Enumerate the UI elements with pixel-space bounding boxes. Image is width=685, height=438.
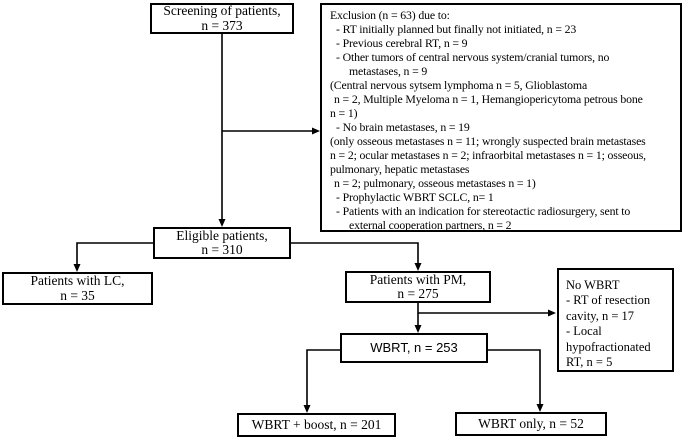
no-wbrt-line: hypofractionated: [566, 339, 651, 354]
no-wbrt-line: - RT of resection: [566, 293, 651, 308]
no-wbrt-line: - Local: [566, 324, 602, 339]
wbrt-boost-label: WBRT + boost, n = 201: [251, 416, 382, 432]
exclusion-line: - Previous cerebral RT, n = 9: [336, 36, 468, 50]
wbrt-boost-box: WBRT + boost, n = 201: [237, 413, 396, 437]
exclusion-line: n = 2, Multiple Myeloma n = 1, Hemangiop…: [334, 92, 643, 106]
patients-pm-box: Patients with PM, n = 275: [345, 271, 491, 303]
eligible-label: Eligible patients,: [176, 227, 268, 243]
patients-lc-label: Patients with LC,: [30, 273, 125, 288]
exclusion-line: - Prophylactic WBRT SCLC, n= 1: [336, 190, 494, 204]
no-wbrt-line: RT, n = 5: [566, 355, 613, 370]
exclusion-line: Exclusion (n = 63) due to:: [330, 8, 450, 22]
patients-lc-box: Patients with LC, n = 35: [2, 272, 153, 305]
exclusion-line: metastases, n = 9: [349, 64, 428, 78]
exclusion-line: (Central nervous sytsem lymphoma n = 5, …: [330, 78, 588, 92]
exclusion-line: - No brain metastases, n = 19: [336, 120, 470, 134]
exclusion-line: - Patients with an indication for stereo…: [336, 204, 631, 218]
eligible-count: n = 310: [201, 242, 243, 257]
screening-count: n = 373: [201, 17, 243, 33]
wbrt-only-box: WBRT only, n = 52: [455, 412, 607, 436]
exclusion-line: pulmonary, hepatic metastases: [330, 162, 470, 176]
no-wbrt-line: No WBRT: [566, 278, 620, 292]
eligible-box: Eligible patients, n = 310: [153, 227, 291, 259]
exclusion-line: external cooperation partners, n = 2: [349, 218, 512, 232]
patients-pm-label: Patients with PM,: [369, 271, 467, 287]
exclusion-line: n = 2; ocular metastases n = 2; infraorb…: [330, 148, 646, 162]
no-wbrt-line: cavity, n = 17: [566, 308, 635, 323]
exclusion-box: Exclusion (n = 63) due to: - RT initiall…: [320, 3, 682, 232]
patients-lc-count: n = 35: [60, 287, 95, 303]
exclusion-line: n = 1): [330, 106, 358, 120]
exclusion-line: - RT initially planned but finally not i…: [336, 22, 577, 36]
no-wbrt-box: No WBRT - RT of resection cavity, n = 17…: [557, 268, 674, 372]
exclusion-line: (only osseous metastases n = 11; wrongly…: [330, 134, 646, 148]
patients-pm-count: n = 275: [397, 286, 439, 301]
wbrt-label: WBRT, n = 253: [370, 339, 458, 355]
screening-box: Screening of patients, n = 373: [150, 3, 294, 34]
wbrt-box: WBRT, n = 253: [340, 333, 488, 363]
exclusion-line: - Other tumors of central nervous system…: [336, 50, 610, 64]
exclusion-line: n = 2; pulmonary, osseous metastases n =…: [334, 176, 536, 190]
wbrt-only-label: WBRT only, n = 52: [478, 415, 584, 431]
screening-label: Screening of patients,: [163, 3, 281, 18]
